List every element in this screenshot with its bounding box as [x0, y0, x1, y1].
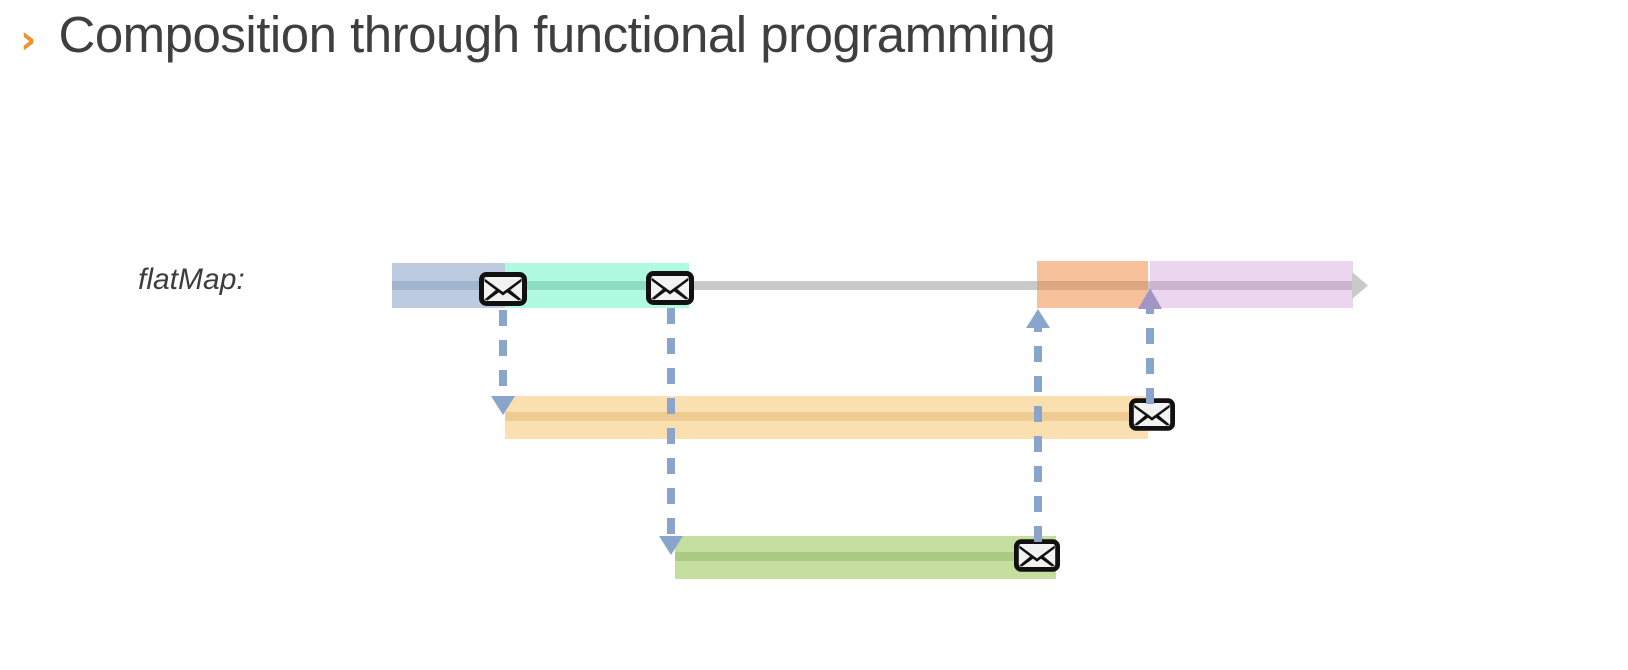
connector-up-green	[1026, 309, 1050, 542]
envelope-icon	[1016, 542, 1057, 570]
title-text: Composition through functional programmi…	[58, 6, 1056, 63]
connector-down-blue	[491, 310, 515, 415]
inner-timeline-green	[675, 536, 1058, 579]
envelope-icon	[1131, 401, 1172, 429]
page-title: › Composition through functional program…	[20, 6, 1056, 63]
envelope-icon	[649, 274, 692, 303]
chevron-right-icon: ›	[20, 17, 37, 63]
connectors	[491, 288, 1162, 555]
operator-label: flatMap:	[138, 263, 245, 296]
envelope-icon	[482, 275, 525, 304]
timeline-axis-tints	[392, 281, 1354, 290]
connector-down-mint	[659, 308, 683, 555]
inner-axis-green	[675, 552, 1056, 561]
axis-tint-mint	[505, 281, 689, 290]
axis-tint-orange	[1037, 281, 1148, 290]
axis-tint-purple	[1150, 281, 1354, 290]
timeline-arrowhead	[1352, 272, 1368, 299]
source-timeline	[392, 261, 1368, 308]
axis-tint-blue	[392, 281, 505, 290]
inner-timeline-orange	[505, 396, 1173, 439]
connector-up-orange	[1138, 288, 1162, 404]
timeline-axis-line	[392, 281, 1354, 290]
inner-axis-orange	[505, 412, 1148, 421]
